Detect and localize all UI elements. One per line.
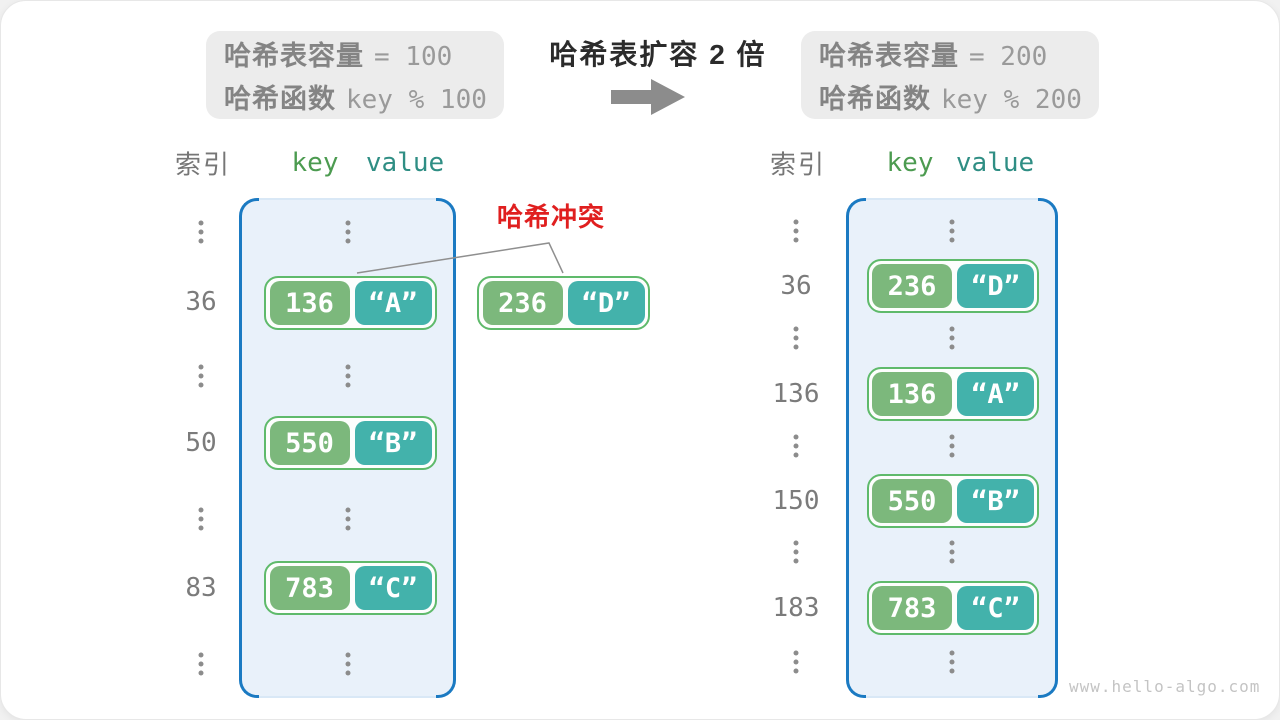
capacity-label: 哈希表容量 bbox=[819, 41, 959, 71]
value-box: “D” bbox=[957, 264, 1034, 308]
pair-783-C: 783 “C” bbox=[867, 581, 1039, 635]
hash-fn-label: 哈希函数 bbox=[819, 84, 931, 114]
key-box: 236 bbox=[482, 281, 563, 325]
hash-fn-label: 哈希函数 bbox=[224, 84, 336, 114]
ellipsis-icon bbox=[198, 364, 204, 388]
hash-fn-value: key % 200 bbox=[941, 85, 1082, 115]
right-key-header: key bbox=[886, 148, 934, 178]
ellipsis-icon bbox=[793, 650, 799, 674]
value-box: “C” bbox=[354, 566, 432, 610]
collision-connector-lines bbox=[341, 236, 571, 286]
right-bracket-icon bbox=[1038, 198, 1058, 698]
ellipsis-icon bbox=[793, 434, 799, 458]
pair-236-D: 236 “D” bbox=[867, 259, 1039, 313]
hash-fn-line: 哈希函数 key % 200 bbox=[819, 77, 1099, 116]
key-box: 236 bbox=[872, 264, 952, 308]
ellipsis-icon bbox=[793, 219, 799, 243]
right-index-2: 150 bbox=[772, 486, 820, 516]
key-box: 550 bbox=[269, 421, 350, 465]
right-arrow-icon bbox=[609, 77, 687, 122]
left-value-header: value bbox=[365, 148, 445, 178]
key-box: 136 bbox=[269, 281, 350, 325]
key-box: 550 bbox=[872, 479, 952, 523]
value-box: “A” bbox=[957, 372, 1034, 416]
expand-title: 哈希表扩容 2 倍 bbox=[549, 39, 767, 70]
capacity-before-box: 哈希表容量 = 100 哈希函数 key % 100 bbox=[206, 31, 504, 119]
right-index-0: 36 bbox=[780, 271, 812, 301]
left-index-header: 索引 bbox=[174, 149, 232, 180]
ellipsis-icon bbox=[345, 220, 351, 244]
ellipsis-icon bbox=[198, 507, 204, 531]
right-index-1: 136 bbox=[772, 379, 820, 409]
capacity-value: = 200 bbox=[969, 42, 1048, 72]
pair-783-C: 783 “C” bbox=[264, 561, 437, 615]
ellipsis-icon bbox=[949, 219, 955, 243]
value-box: “D” bbox=[567, 281, 645, 325]
watermark: www.hello-algo.com bbox=[1069, 677, 1261, 696]
pair-136-A: 136 “A” bbox=[867, 367, 1039, 421]
left-bracket-icon bbox=[239, 198, 259, 698]
right-value-header: value bbox=[955, 148, 1035, 178]
capacity-value: = 100 bbox=[374, 42, 453, 72]
collision-label: 哈希冲突 bbox=[496, 202, 605, 232]
left-index-0: 36 bbox=[185, 287, 217, 317]
value-box: “B” bbox=[354, 421, 432, 465]
hash-fn-value: key % 100 bbox=[346, 85, 487, 115]
key-box: 136 bbox=[872, 372, 952, 416]
ellipsis-icon bbox=[198, 652, 204, 676]
pair-136-A: 136 “A” bbox=[264, 276, 437, 330]
ellipsis-icon bbox=[949, 650, 955, 674]
right-index-header: 索引 bbox=[769, 149, 827, 180]
ellipsis-icon bbox=[345, 364, 351, 388]
hash-fn-line: 哈希函数 key % 100 bbox=[224, 77, 504, 116]
ellipsis-icon bbox=[793, 540, 799, 564]
pair-550-B: 550 “B” bbox=[867, 474, 1039, 528]
ellipsis-icon bbox=[949, 326, 955, 350]
ellipsis-icon bbox=[345, 652, 351, 676]
value-box: “B” bbox=[957, 479, 1034, 523]
left-index-1: 50 bbox=[185, 428, 217, 458]
value-box: “C” bbox=[957, 586, 1034, 630]
ellipsis-icon bbox=[345, 507, 351, 531]
key-box: 783 bbox=[269, 566, 350, 610]
capacity-line: 哈希表容量 = 200 bbox=[819, 34, 1099, 73]
capacity-line: 哈希表容量 = 100 bbox=[224, 34, 504, 73]
ellipsis-icon bbox=[793, 326, 799, 350]
key-box: 783 bbox=[872, 586, 952, 630]
ellipsis-icon bbox=[198, 220, 204, 244]
pair-550-B: 550 “B” bbox=[264, 416, 437, 470]
left-index-2: 83 bbox=[185, 573, 217, 603]
right-index-3: 183 bbox=[772, 593, 820, 623]
pair-236-D-colliding: 236 “D” bbox=[477, 276, 650, 330]
left-key-header: key bbox=[291, 148, 339, 178]
ellipsis-icon bbox=[949, 434, 955, 458]
ellipsis-icon bbox=[949, 540, 955, 564]
capacity-label: 哈希表容量 bbox=[224, 41, 364, 71]
value-box: “A” bbox=[354, 281, 432, 325]
capacity-after-box: 哈希表容量 = 200 哈希函数 key % 200 bbox=[801, 31, 1099, 119]
left-bracket-icon bbox=[846, 198, 866, 698]
